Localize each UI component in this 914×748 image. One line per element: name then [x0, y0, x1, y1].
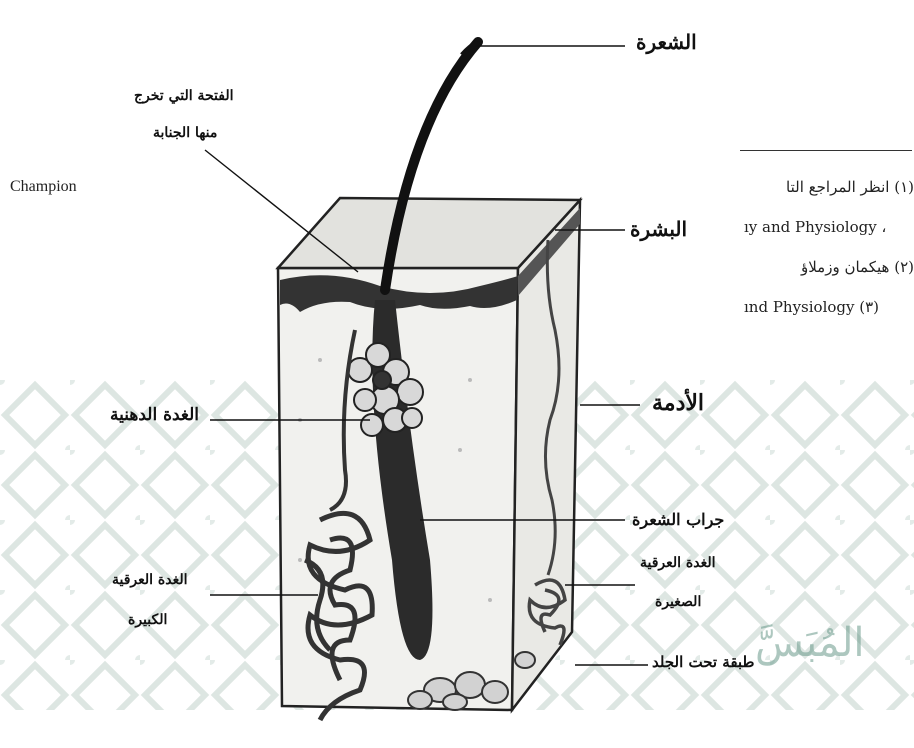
- label-large-sweat-gland-line2: الكبيرة: [128, 612, 167, 628]
- label-hair-follicle: جراب الشعرة: [632, 510, 724, 529]
- label-dermis: الأدمة: [652, 390, 704, 416]
- label-sebaceous-gland: الغدة الدهنية: [110, 405, 199, 425]
- ref-clip-2: ıy and Physiology ،: [744, 218, 914, 242]
- label-small-sweat-gland-line2: الصغيرة: [655, 594, 701, 610]
- footnote-rule: [740, 150, 912, 151]
- ref-4: ınd Physiology (٣): [744, 298, 879, 316]
- ref-clip-4: ınd Physiology (٣): [744, 298, 914, 322]
- label-pore: الفتحة التي تخرج: [134, 88, 234, 104]
- champion-text: Champion: [10, 178, 77, 196]
- ref-clip-1: (١) انظر المراجع التا: [744, 178, 914, 202]
- ref-1: (١) انظر المراجع التا: [786, 178, 914, 196]
- ref-clip-3: (٢) هيكمان وزملاؤ: [744, 258, 914, 282]
- label-large-sweat-gland: الغدة العرقية: [112, 572, 188, 588]
- ref-2: ıy and Physiology ،: [744, 218, 886, 236]
- label-small-sweat-gland: الغدة العرقية: [640, 555, 716, 571]
- ref-3: (٢) هيكمان وزملاؤ: [801, 258, 914, 276]
- label-pore-line2: منها الجنابة: [153, 125, 217, 141]
- watermark-logo: المُبَسَّ: [755, 620, 865, 666]
- label-hair: الشعرة: [636, 30, 697, 54]
- label-epidermis: البشرة: [630, 217, 687, 241]
- label-subcutaneous: طبقة تحت الجلد: [652, 653, 754, 671]
